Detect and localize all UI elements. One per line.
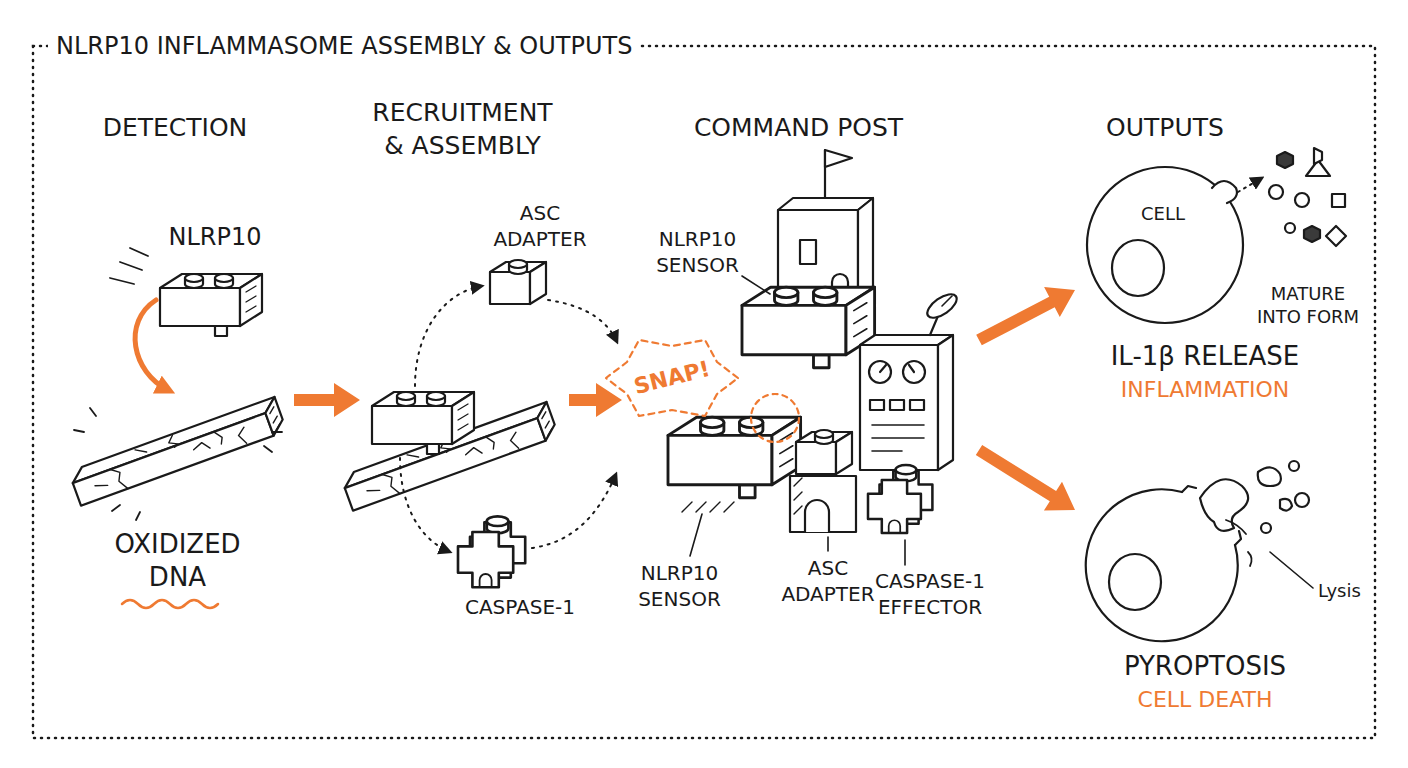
node-caption: CELL DEATH: [1075, 686, 1335, 714]
stage-column: OUTPUTS CELL IL-1β RELEASE INFLAMMATION PYRO…: [1060, 100, 1372, 726]
callout-label: CASPASE-1: [445, 595, 595, 620]
stage-column: DETECTION: [60, 100, 294, 720]
callout-label: SNAP!: [630, 355, 714, 401]
node-caption: IL-1β RELEASE: [1075, 340, 1335, 373]
callout-label: ASC ADAPTER: [485, 200, 595, 252]
flow-arrow: [976, 287, 1075, 345]
node-caption: INFLAMMATION: [1075, 376, 1335, 404]
dotted-frame: [33, 46, 1375, 738]
callout-label: CASPASE-1 EFFECTOR: [868, 568, 992, 620]
stage-column: RECRUITMENT & ASSEMBLY: [360, 100, 569, 720]
node-heading: DETECTION: [60, 112, 290, 143]
flow-arrow: [976, 445, 1075, 511]
callout-label: NLRP10 SENSOR: [632, 560, 727, 612]
stage-column: COMMAND POST: [622, 100, 979, 720]
callout-label: ASC ADAPTER: [775, 555, 881, 607]
flow-arrow: [569, 383, 622, 417]
callout-label: MATURE INTO FORM: [1252, 282, 1364, 329]
lego-drawing: [69, 148, 1346, 641]
node-heading: RECRUITMENT & ASSEMBLY: [360, 97, 565, 162]
node-heading: COMMAND POST: [622, 112, 975, 143]
node-heading: PYROPTOSIS: [1075, 650, 1335, 683]
flow-arrow: [294, 383, 360, 417]
callout-label: OXIDIZED DNA: [105, 528, 250, 593]
callout-label: NLRP10: [150, 222, 280, 252]
diagram-title: NLRP10 INFLAMMASOME ASSEMBLY & OUTPUTS: [48, 31, 640, 61]
node-heading: CELL: [1130, 203, 1196, 226]
output-cell: PYROPTOSIS CELL DEATH: [1075, 430, 1339, 720]
callout-label: NLRP10 SENSOR: [650, 226, 745, 278]
callout-label: Lysis: [1318, 580, 1368, 603]
node-heading: OUTPUTS: [1060, 112, 1270, 143]
